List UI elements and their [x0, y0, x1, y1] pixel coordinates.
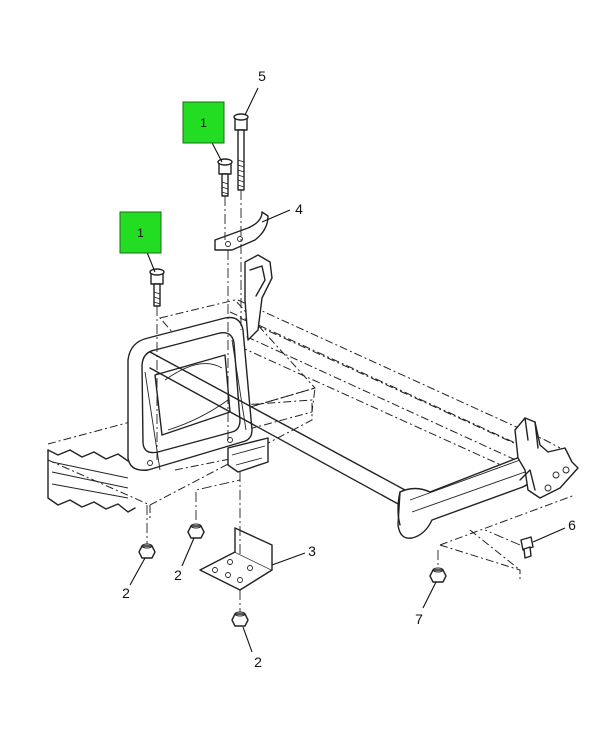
- callout-3: 3: [308, 543, 316, 559]
- callout-2-mid: 2: [174, 567, 182, 583]
- callout-2-lower: 2: [254, 654, 262, 670]
- right-end-bracket: [514, 417, 579, 499]
- part-3-angle-bracket: [199, 527, 273, 591]
- highlight-box: [119, 211, 162, 254]
- frame-crossmember: [47, 299, 576, 580]
- leader-lines: [129, 87, 566, 653]
- callout-6: 6: [568, 517, 576, 533]
- part-1-lower-bolt: [149, 268, 165, 307]
- part-2-nut-left: [138, 543, 156, 559]
- part-2-nut-lower: [231, 611, 249, 627]
- part-2-nut-mid: [187, 523, 205, 539]
- callout-2-left: 2: [122, 585, 130, 601]
- left-support-bracket: [127, 316, 253, 471]
- callout-label: 1: [200, 116, 207, 130]
- callout-7: 7: [415, 611, 423, 627]
- callout-label: 1: [137, 226, 144, 240]
- part-7-nut: [429, 567, 447, 583]
- alignment-centerlines: [146, 190, 521, 612]
- part-1-upper-bolt: [217, 158, 233, 197]
- part-5-long-bolt: [233, 113, 249, 191]
- callout-4: 4: [295, 201, 303, 217]
- callout-1-lower[interactable]: 1: [119, 211, 162, 254]
- callout-1-upper[interactable]: 1: [182, 101, 225, 144]
- highlight-box: [182, 101, 225, 144]
- center-mount-stub: [227, 437, 269, 473]
- frame-rail-end: [47, 449, 136, 513]
- part-4-clip-bracket: [214, 211, 269, 251]
- part-6-bolt: [520, 536, 534, 559]
- callout-5: 5: [258, 68, 266, 84]
- upright-bracket: [244, 254, 273, 341]
